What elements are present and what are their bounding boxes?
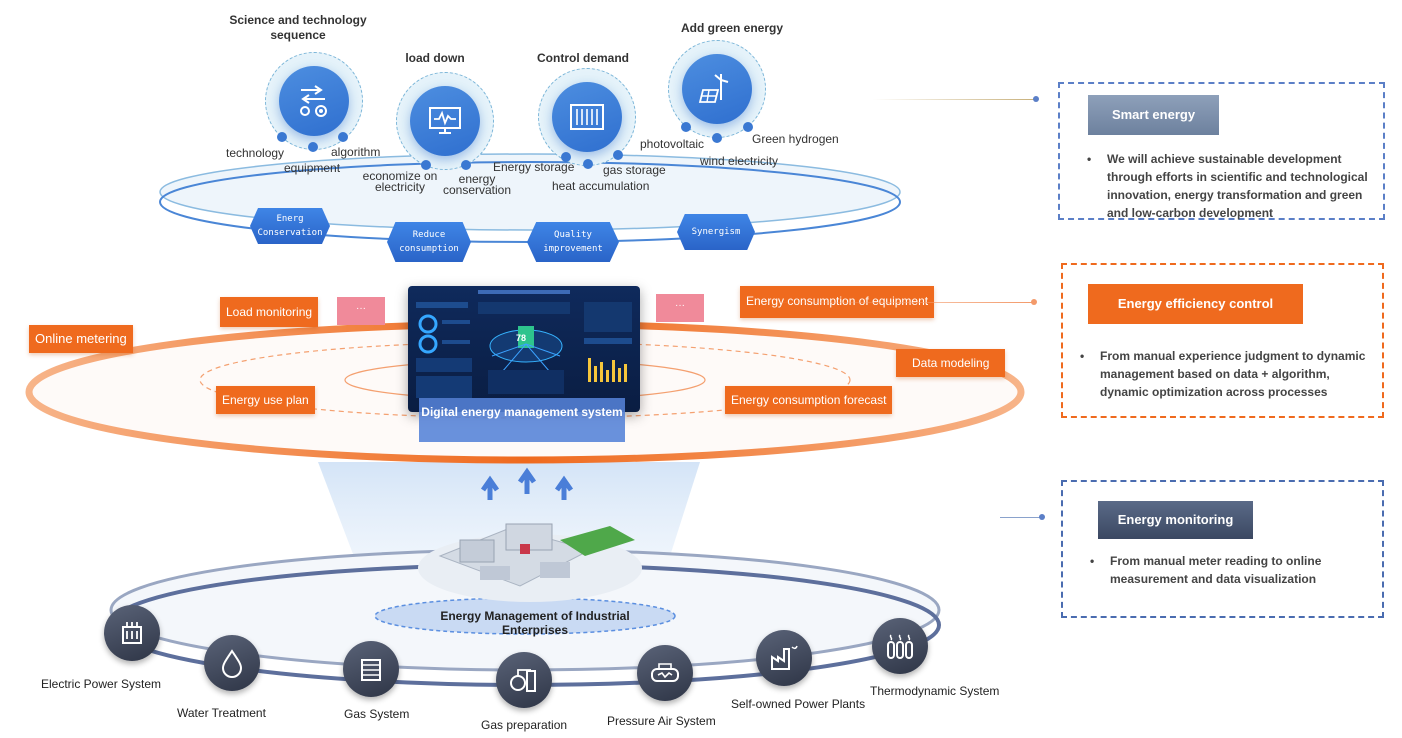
badge-dot <box>461 160 471 170</box>
label-photovoltaic: photovoltaic <box>640 137 705 151</box>
label-energy-storage: Energy storage <box>493 160 575 174</box>
panel-text-energy-monitoring: •From manual meter reading to online mea… <box>1090 554 1322 586</box>
panel-text-efficiency-body: From manual experience judgment to dynam… <box>1100 349 1366 399</box>
panel-title-efficiency-control: Energy efficiency control <box>1088 284 1303 324</box>
gas-preparation-icon <box>496 652 552 708</box>
wind-solar-icon <box>682 54 752 124</box>
badge-title-control-demand: Control demand <box>537 51 629 65</box>
label-self-owned-power-plants: Self-owned Power Plants <box>731 697 866 711</box>
panel-efficiency-control <box>1061 263 1384 418</box>
hex-reduce-consumption: Reduce consumption <box>387 222 471 262</box>
connector-dot <box>1031 299 1037 305</box>
label-equipment: equipment <box>284 161 341 175</box>
connector-efficiency <box>750 302 1034 303</box>
dashboard-label: Digital energy management system <box>419 398 625 442</box>
connector-monitoring <box>1000 517 1042 518</box>
hex-energ-conservation: Energ Conservation <box>250 208 330 244</box>
pink-placeholder-right: ··· <box>656 294 704 322</box>
tag-online-metering: Online metering <box>29 325 133 353</box>
badge-dot <box>277 132 287 142</box>
panel-text-smart-energy: •We will achieve sustainable development… <box>1087 152 1368 220</box>
connector-dot <box>1039 514 1045 520</box>
badge-title-load-down: load down <box>405 51 465 65</box>
badge-dot <box>421 160 431 170</box>
badge-green-energy <box>668 40 766 138</box>
label-pressure-air-system: Pressure Air System <box>607 714 716 728</box>
monitor-wave-icon <box>410 86 480 156</box>
label-water-treatment: Water Treatment <box>177 706 266 720</box>
tag-energy-use-plan: Energy use plan <box>216 386 315 414</box>
label-green-hydrogen: Green hydrogen <box>752 132 839 146</box>
tag-data-modeling: Data modeling <box>896 349 1006 377</box>
badge-title-science: Science and technology sequence <box>229 13 367 42</box>
badge-dot <box>613 150 623 160</box>
label-algorithm: algorithm <box>331 145 381 159</box>
industrial-energy-label: Energy Management of Industrial Enterpri… <box>440 609 630 637</box>
label-gas-storage: gas storage <box>603 163 666 177</box>
panel-title-smart-energy: Smart energy <box>1088 95 1219 135</box>
air-compressor-icon <box>637 645 693 701</box>
label-gas-preparation: Gas preparation <box>481 718 568 732</box>
label-thermodynamic-system: Thermodynamic System <box>870 684 1000 698</box>
flow-gear-icon <box>279 66 349 136</box>
connector-dot <box>1033 96 1039 102</box>
label-energy-conservation: energy conservation <box>442 172 512 197</box>
badge-dot <box>308 142 318 152</box>
gas-tank-icon <box>343 641 399 697</box>
label-technology: technology <box>226 146 285 160</box>
badge-dot <box>338 132 348 142</box>
label-electric-power-system: Electric Power System <box>41 677 162 691</box>
tag-consumption-forecast: Energy consumption forecast <box>725 386 893 414</box>
panel-energy-monitoring <box>1061 480 1384 618</box>
badge-dot <box>561 152 571 162</box>
connector-smart-energy <box>872 99 1036 100</box>
badge-dot <box>712 133 722 143</box>
panel-text-efficiency-control: •From manual experience judgment to dyna… <box>1080 349 1366 399</box>
badge-dot <box>681 122 691 132</box>
tag-load-monitoring: Load monitoring <box>220 297 319 327</box>
dashboard-screen: 78 <box>408 286 640 412</box>
label-gas-system: Gas System <box>344 707 410 721</box>
badge-dot <box>583 159 593 169</box>
panel-text-monitoring-body: From manual meter reading to online meas… <box>1110 554 1322 586</box>
hex-synergism: Synergism <box>677 214 755 250</box>
panel-text-smart-energy-body: We will achieve sustainable development … <box>1107 152 1368 220</box>
dashboard-graphic <box>416 290 632 398</box>
label-wind-electricity: wind electricity <box>700 154 779 168</box>
badge-title-green-energy: Add green energy <box>680 21 784 35</box>
transformer-icon <box>104 605 160 661</box>
dashboard-gauge-value: 78 <box>516 333 527 343</box>
heater-icon <box>872 618 928 674</box>
pink-placeholder-left: ··· <box>337 297 385 325</box>
hex-quality-improvement: Quality improvement <box>527 222 619 262</box>
panel-smart-energy <box>1058 82 1385 220</box>
container-icon <box>552 82 622 152</box>
badge-load-down <box>396 72 494 170</box>
badge-dot <box>743 122 753 132</box>
panel-title-energy-monitoring: Energy monitoring <box>1098 501 1253 539</box>
label-economize: economize on electricity <box>362 169 438 194</box>
power-plant-icon <box>756 630 812 686</box>
water-drop-icon <box>204 635 260 691</box>
label-heat-accumulation: heat accumulation <box>552 179 650 193</box>
